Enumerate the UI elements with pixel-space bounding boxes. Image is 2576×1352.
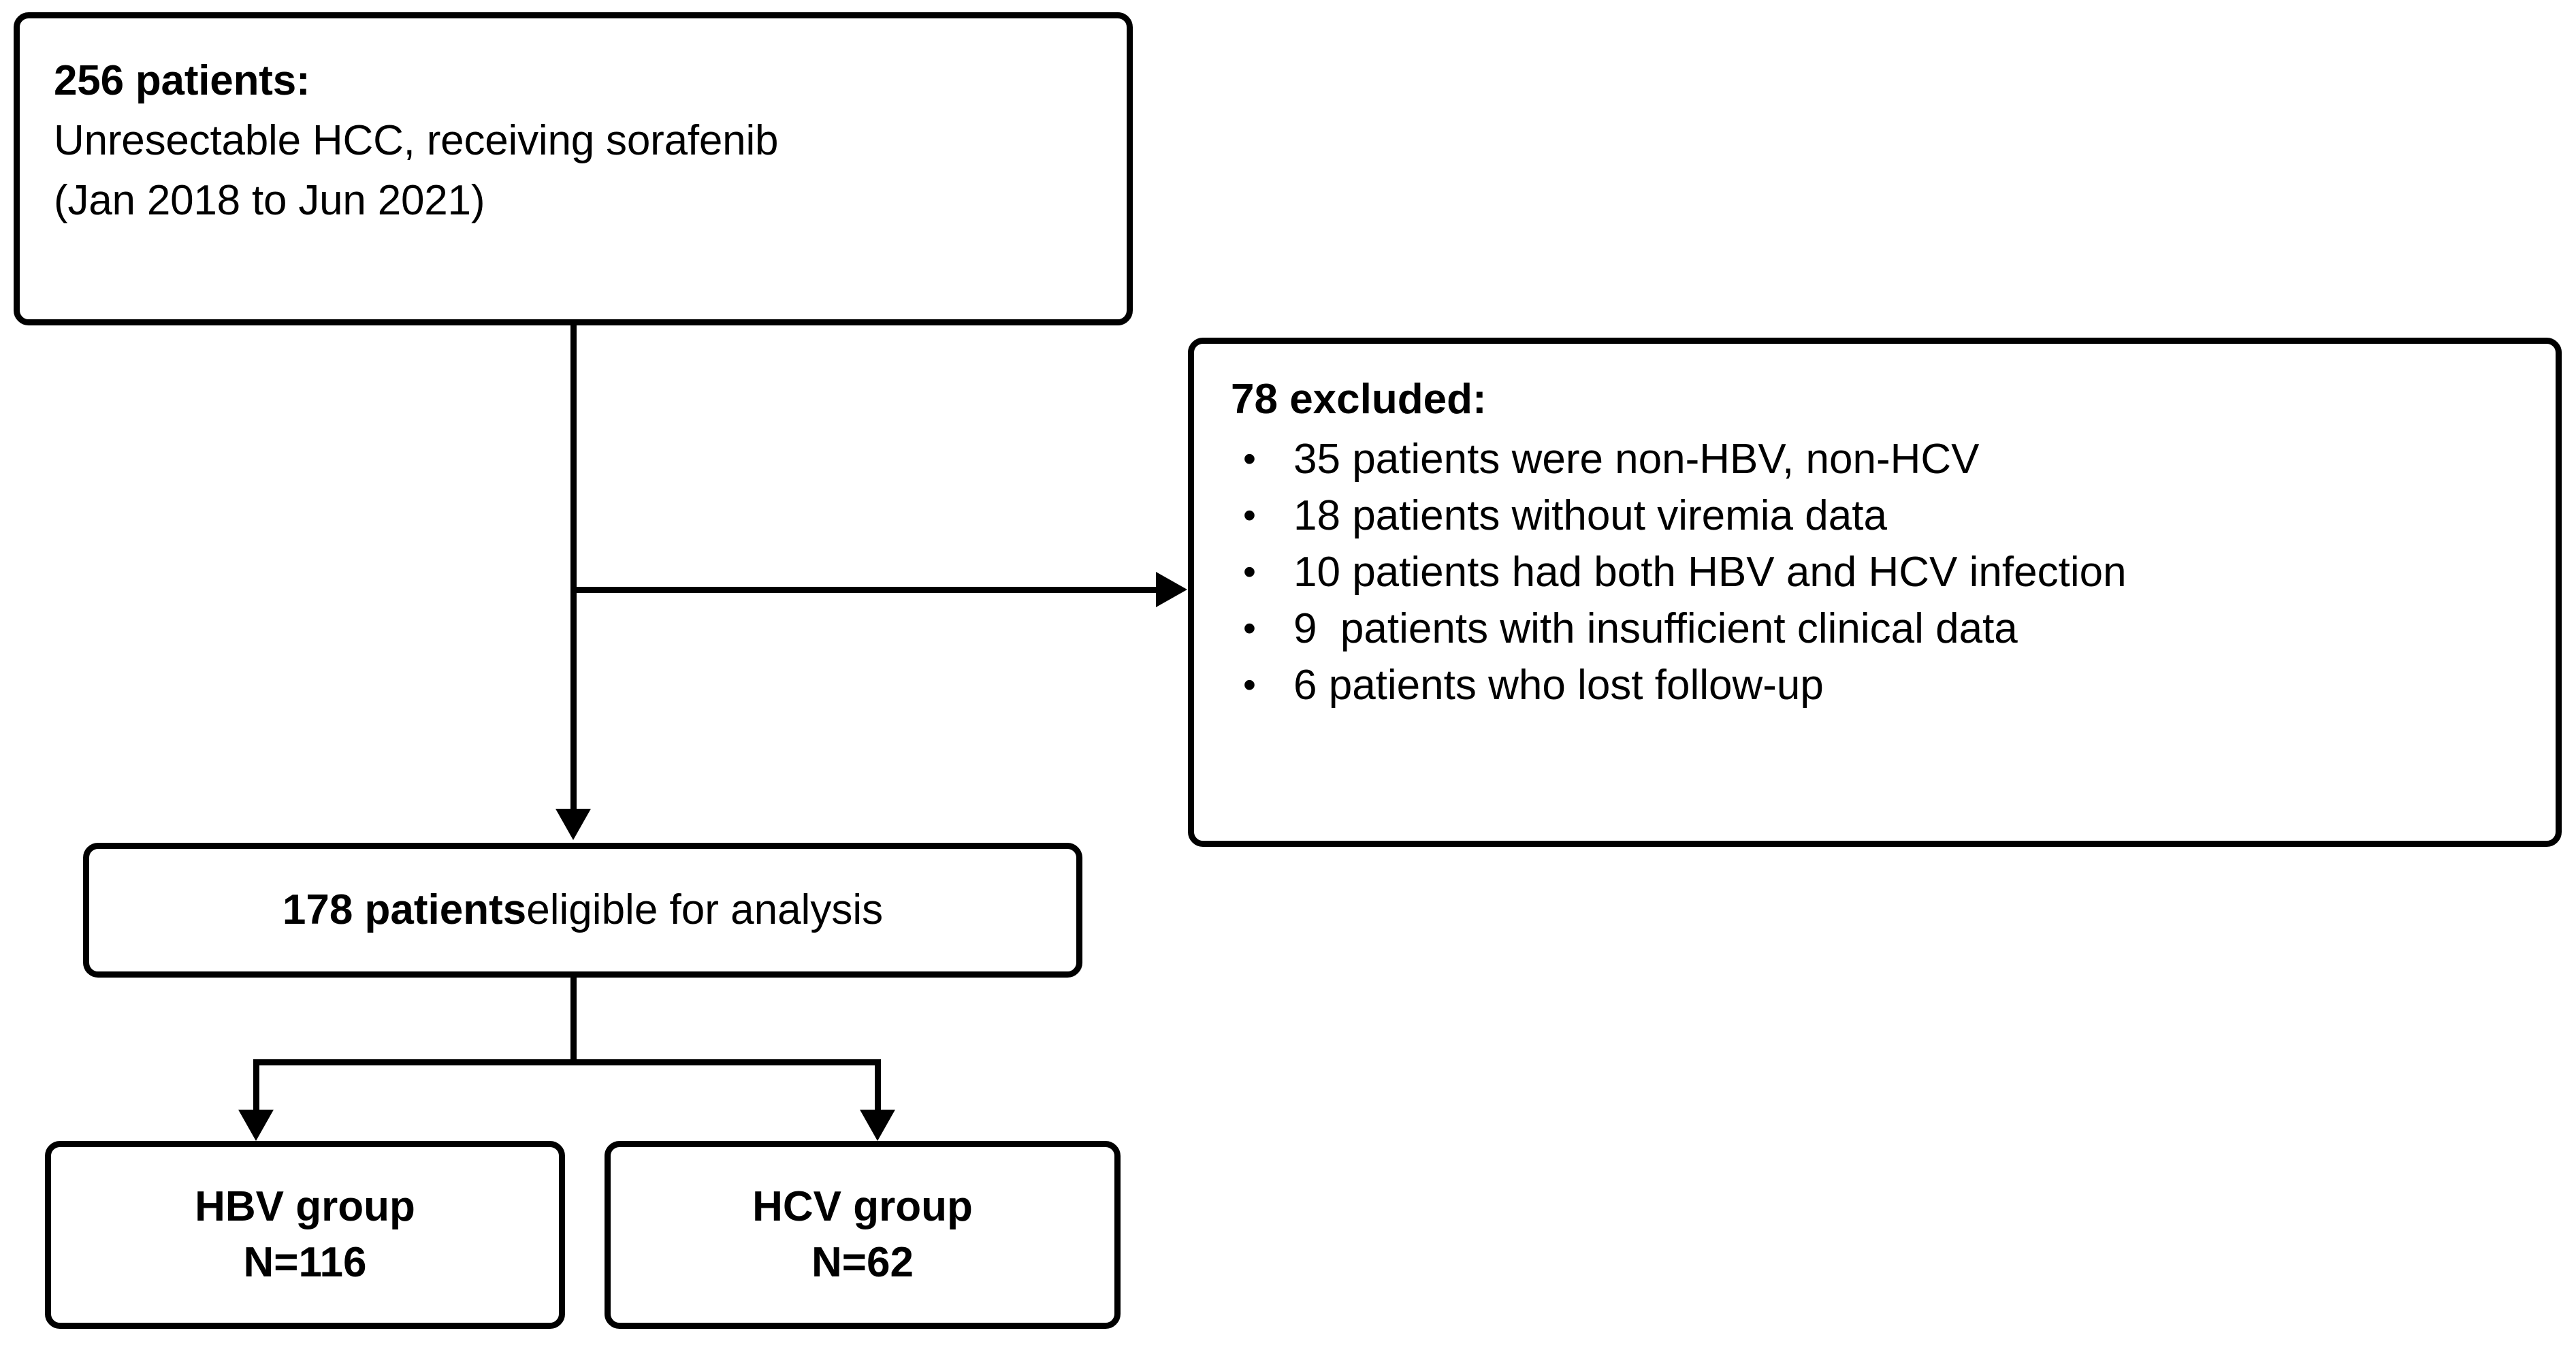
list-item: • 35 patients were non-HBV, non-HCV: [1231, 431, 2545, 487]
connector-to-hbv: [253, 1059, 259, 1112]
hcv-group-n: N=62: [811, 1239, 914, 1286]
arrowhead-hcv: [860, 1110, 895, 1141]
arrowhead-excluded: [1156, 572, 1187, 607]
eligible-suffix: eligible for analysis: [526, 886, 884, 933]
eligible-box: 178 patients eligible for analysis: [83, 843, 1082, 978]
list-item: • 18 patients without viremia data: [1231, 487, 2545, 544]
excluded-reason-list: • 35 patients were non-HBV, non-HCV • 18 p…: [1231, 431, 2545, 713]
excluded-reason-label: 6 patients who lost follow-up: [1293, 662, 1824, 709]
hbv-group-name: HBV group: [195, 1183, 415, 1230]
arrowhead-eligible: [556, 809, 591, 840]
enrolled-cohort-text: 256 patients: Unresectable HCC, receivin…: [54, 51, 1116, 231]
arrowhead-hbv: [238, 1110, 274, 1141]
list-item: • 9 patients with insufficient clinical d…: [1231, 600, 2545, 657]
bullet-icon: •: [1243, 664, 1256, 705]
bullet-icon: •: [1243, 438, 1256, 479]
enrolled-cohort-box: 256 patients: Unresectable HCC, receivin…: [14, 12, 1133, 325]
eligible-count: 178 patients: [282, 886, 527, 933]
excluded-reason-label: 9 patients with insufficient clinical da…: [1293, 605, 2018, 652]
connector-to-hcv: [875, 1059, 881, 1112]
eligible-text: 178 patients eligible for analysis: [89, 849, 1076, 971]
hbv-group-n: N=116: [243, 1239, 367, 1286]
excluded-reason-label: 10 patients had both HBV and HCV infecti…: [1293, 549, 2127, 596]
excluded-headline: 78 excluded:: [1231, 376, 1487, 423]
hcv-group-name: HCV group: [752, 1183, 973, 1230]
hcv-group-text: HCV group N=62: [611, 1147, 1114, 1323]
excluded-box: 78 excluded: • 35 patients were non-HBV, …: [1188, 338, 2562, 847]
list-item: • 10 patients had both HBV and HCV infect…: [1231, 544, 2545, 600]
bullet-icon: •: [1243, 551, 1256, 592]
connector-eligible-stem: [570, 978, 577, 1063]
bullet-icon: •: [1243, 608, 1256, 649]
connector-split-bar-left: [253, 1059, 577, 1065]
enrolled-headline: 256 patients:: [54, 57, 310, 104]
connector-enrolled-to-eligible: [570, 325, 577, 811]
connector-split-bar-right: [570, 1059, 881, 1065]
hbv-group-text: HBV group N=116: [51, 1147, 559, 1323]
excluded-reason-label: 35 patients were non-HBV, non-HCV: [1293, 436, 1980, 483]
enrolled-line-3: (Jan 2018 to Jun 2021): [54, 177, 485, 224]
list-item: • 6 patients who lost follow-up: [1231, 657, 2545, 713]
connector-to-excluded: [573, 587, 1157, 593]
hcv-group-box: HCV group N=62: [605, 1141, 1121, 1329]
excluded-reason-label: 18 patients without viremia data: [1293, 492, 1887, 539]
hbv-group-box: HBV group N=116: [45, 1141, 565, 1329]
bullet-icon: •: [1243, 495, 1256, 536]
enrolled-line-2: Unresectable HCC, receiving sorafenib: [54, 117, 779, 164]
